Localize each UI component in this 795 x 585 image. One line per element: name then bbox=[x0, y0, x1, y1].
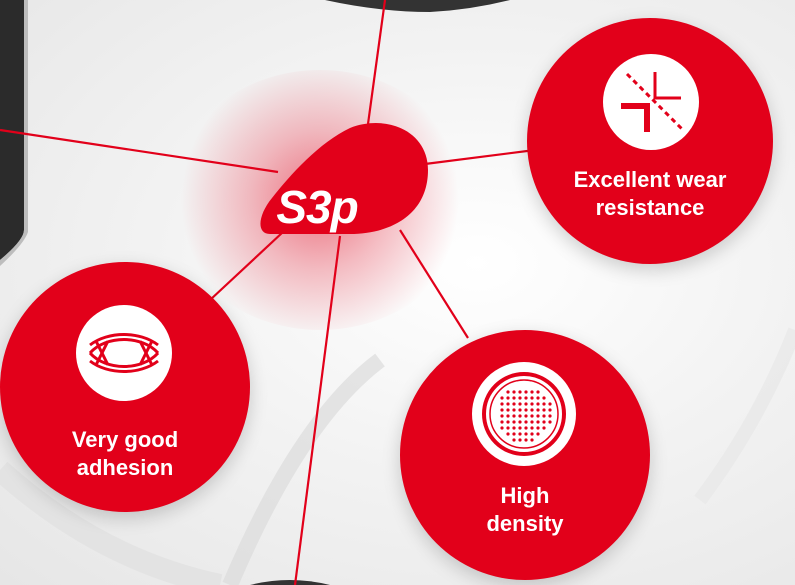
top-dark-shape bbox=[325, 0, 510, 12]
node-adhesion: Very good adhesion bbox=[0, 262, 250, 512]
adhesion-icon bbox=[76, 305, 172, 401]
hub-shape bbox=[260, 123, 428, 234]
node-wear-label-line1: Excellent wear bbox=[573, 167, 727, 192]
node-wear-resistance: Excellent wear resistance bbox=[527, 18, 773, 264]
bottom-dark-shape bbox=[250, 580, 330, 585]
density-icon bbox=[472, 362, 576, 466]
node-wear-label-line2: resistance bbox=[595, 195, 705, 220]
node-adhesion-label-line2: adhesion bbox=[76, 455, 174, 480]
node-adhesion-label: Very good adhesion bbox=[0, 426, 250, 482]
node-wear-label: Excellent wear resistance bbox=[527, 166, 773, 222]
node-density-label: High density bbox=[400, 482, 650, 538]
wear-resistance-icon bbox=[603, 54, 699, 150]
left-dark-shape bbox=[0, 0, 24, 260]
hub-label: S3p bbox=[276, 181, 358, 233]
node-density: High density bbox=[400, 330, 650, 580]
node-adhesion-label-line1: Very good bbox=[71, 427, 179, 452]
node-density-label-line2: density bbox=[486, 511, 564, 536]
node-density-label-line1: High bbox=[500, 483, 550, 508]
